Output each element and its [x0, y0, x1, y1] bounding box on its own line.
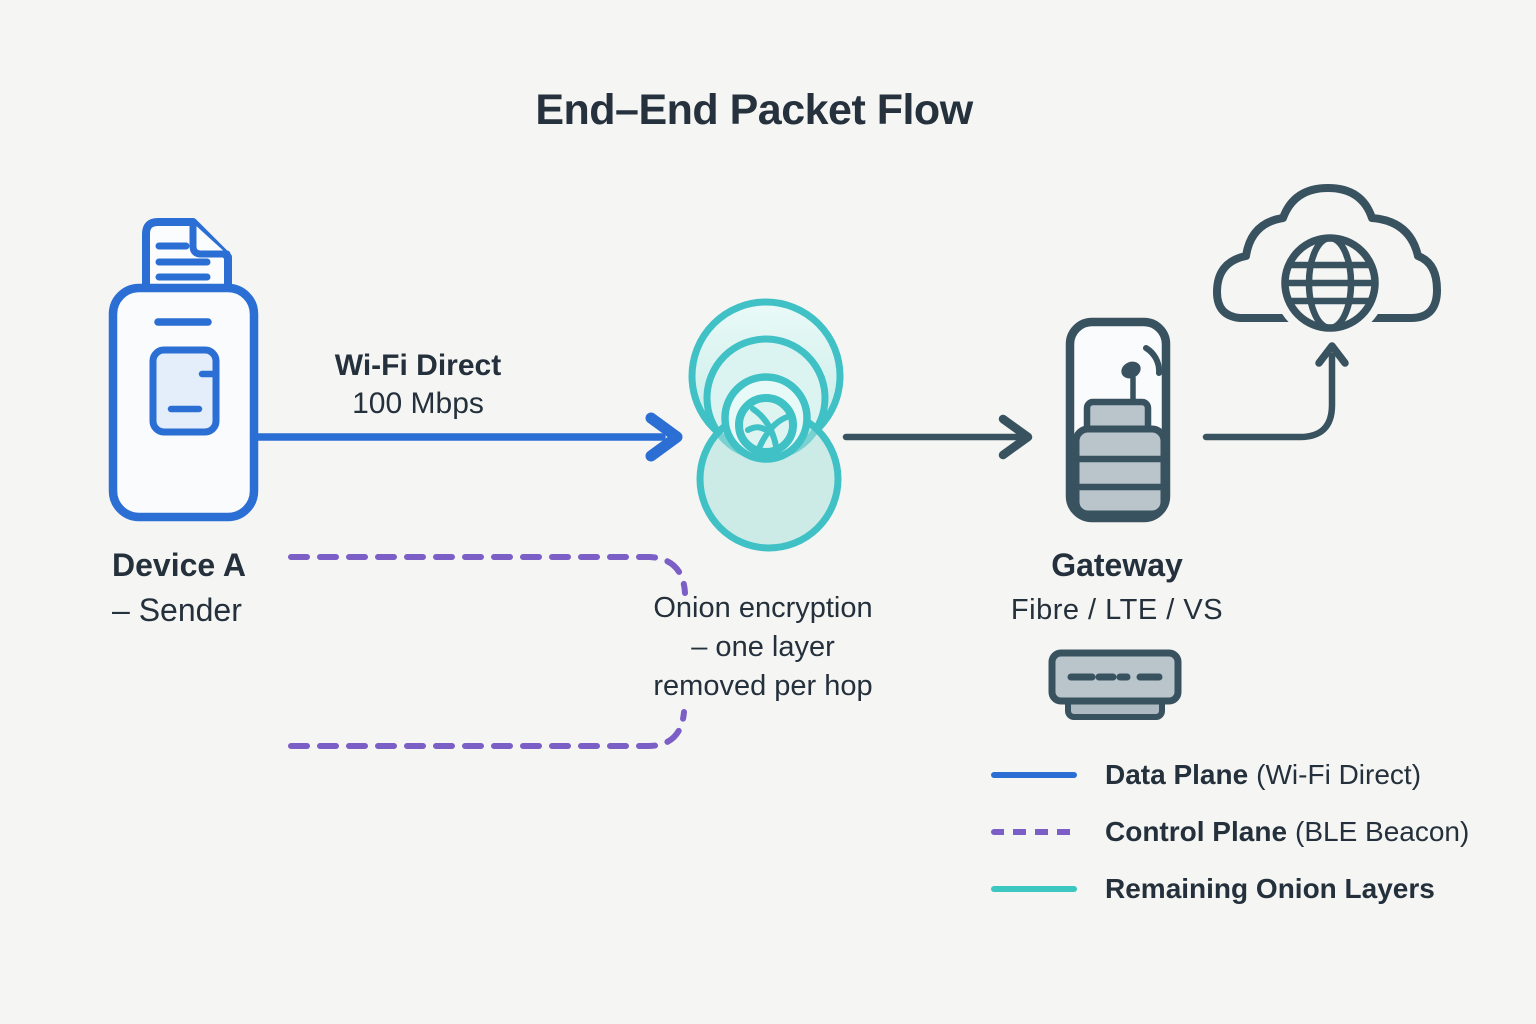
diagram-title: End–End Packet Flow — [535, 86, 973, 134]
onion-caption-line: – one layer — [691, 631, 835, 663]
control-plane-dashed-lines — [288, 554, 688, 749]
device-a-role: – Sender — [112, 592, 242, 628]
phone-body — [108, 283, 259, 522]
legend: Data Plane(Wi-Fi Direct) Control Plane(B… — [991, 758, 1469, 906]
file-card-icon — [149, 346, 220, 436]
uplink-arrow — [1202, 342, 1349, 441]
legend-detail: (Wi-Fi Direct) — [1256, 759, 1422, 790]
bandwidth-label: 100 Mbps — [352, 387, 484, 420]
legend-row-data-plane: Data Plane(Wi-Fi Direct) — [991, 758, 1469, 792]
packet-core-icon — [735, 394, 797, 456]
control-plane-swatch-icon — [991, 829, 1077, 835]
legend-row-control-plane: Control Plane(BLE Beacon) — [991, 815, 1469, 849]
globe-icon — [1281, 234, 1379, 332]
smartphone-document-icon — [108, 218, 259, 522]
data-plane-arrow — [252, 412, 683, 462]
transit-arrow — [842, 414, 1033, 460]
data-plane-edge-label: Wi-Fi Direct 100 Mbps — [268, 347, 568, 423]
gateway-antenna-server-icon — [1065, 317, 1171, 523]
device-a-name: Device A — [112, 547, 246, 583]
legend-row-onion-layers: Remaining Onion Layers — [991, 872, 1469, 906]
onion-caption-line: Onion encryption — [653, 592, 873, 624]
legend-label: Remaining Onion Layers — [1105, 873, 1435, 904]
document-icon — [142, 218, 232, 296]
cloud-outline — [1213, 184, 1441, 322]
legend-label: Data Plane — [1105, 759, 1249, 790]
device-a-label: Device A – Sender — [112, 543, 246, 633]
gateway-links: Fibre / LTE / VS — [1010, 594, 1224, 626]
data-plane-swatch-icon — [991, 772, 1077, 778]
onion-layers-swatch-icon — [991, 886, 1077, 892]
control-plane-top-line — [288, 554, 688, 596]
onion-caption-line: removed per hop — [653, 670, 873, 702]
cloud-globe-icon — [1213, 184, 1441, 340]
legend-detail: (BLE Beacon) — [1295, 816, 1470, 847]
onion-layers-icon — [688, 298, 844, 552]
gateway-name: Gateway — [1051, 547, 1183, 583]
gateway-label: Gateway Fibre / LTE / VS — [967, 543, 1267, 633]
antenna-icon — [1121, 345, 1163, 405]
modem-icon — [1048, 649, 1182, 720]
onion-encryption-caption: Onion encryption – one layer removed per… — [610, 589, 916, 706]
legend-label: Control Plane — [1105, 816, 1288, 847]
control-plane-bottom-line — [288, 709, 687, 749]
wifi-direct-label: Wi-Fi Direct — [334, 349, 502, 382]
